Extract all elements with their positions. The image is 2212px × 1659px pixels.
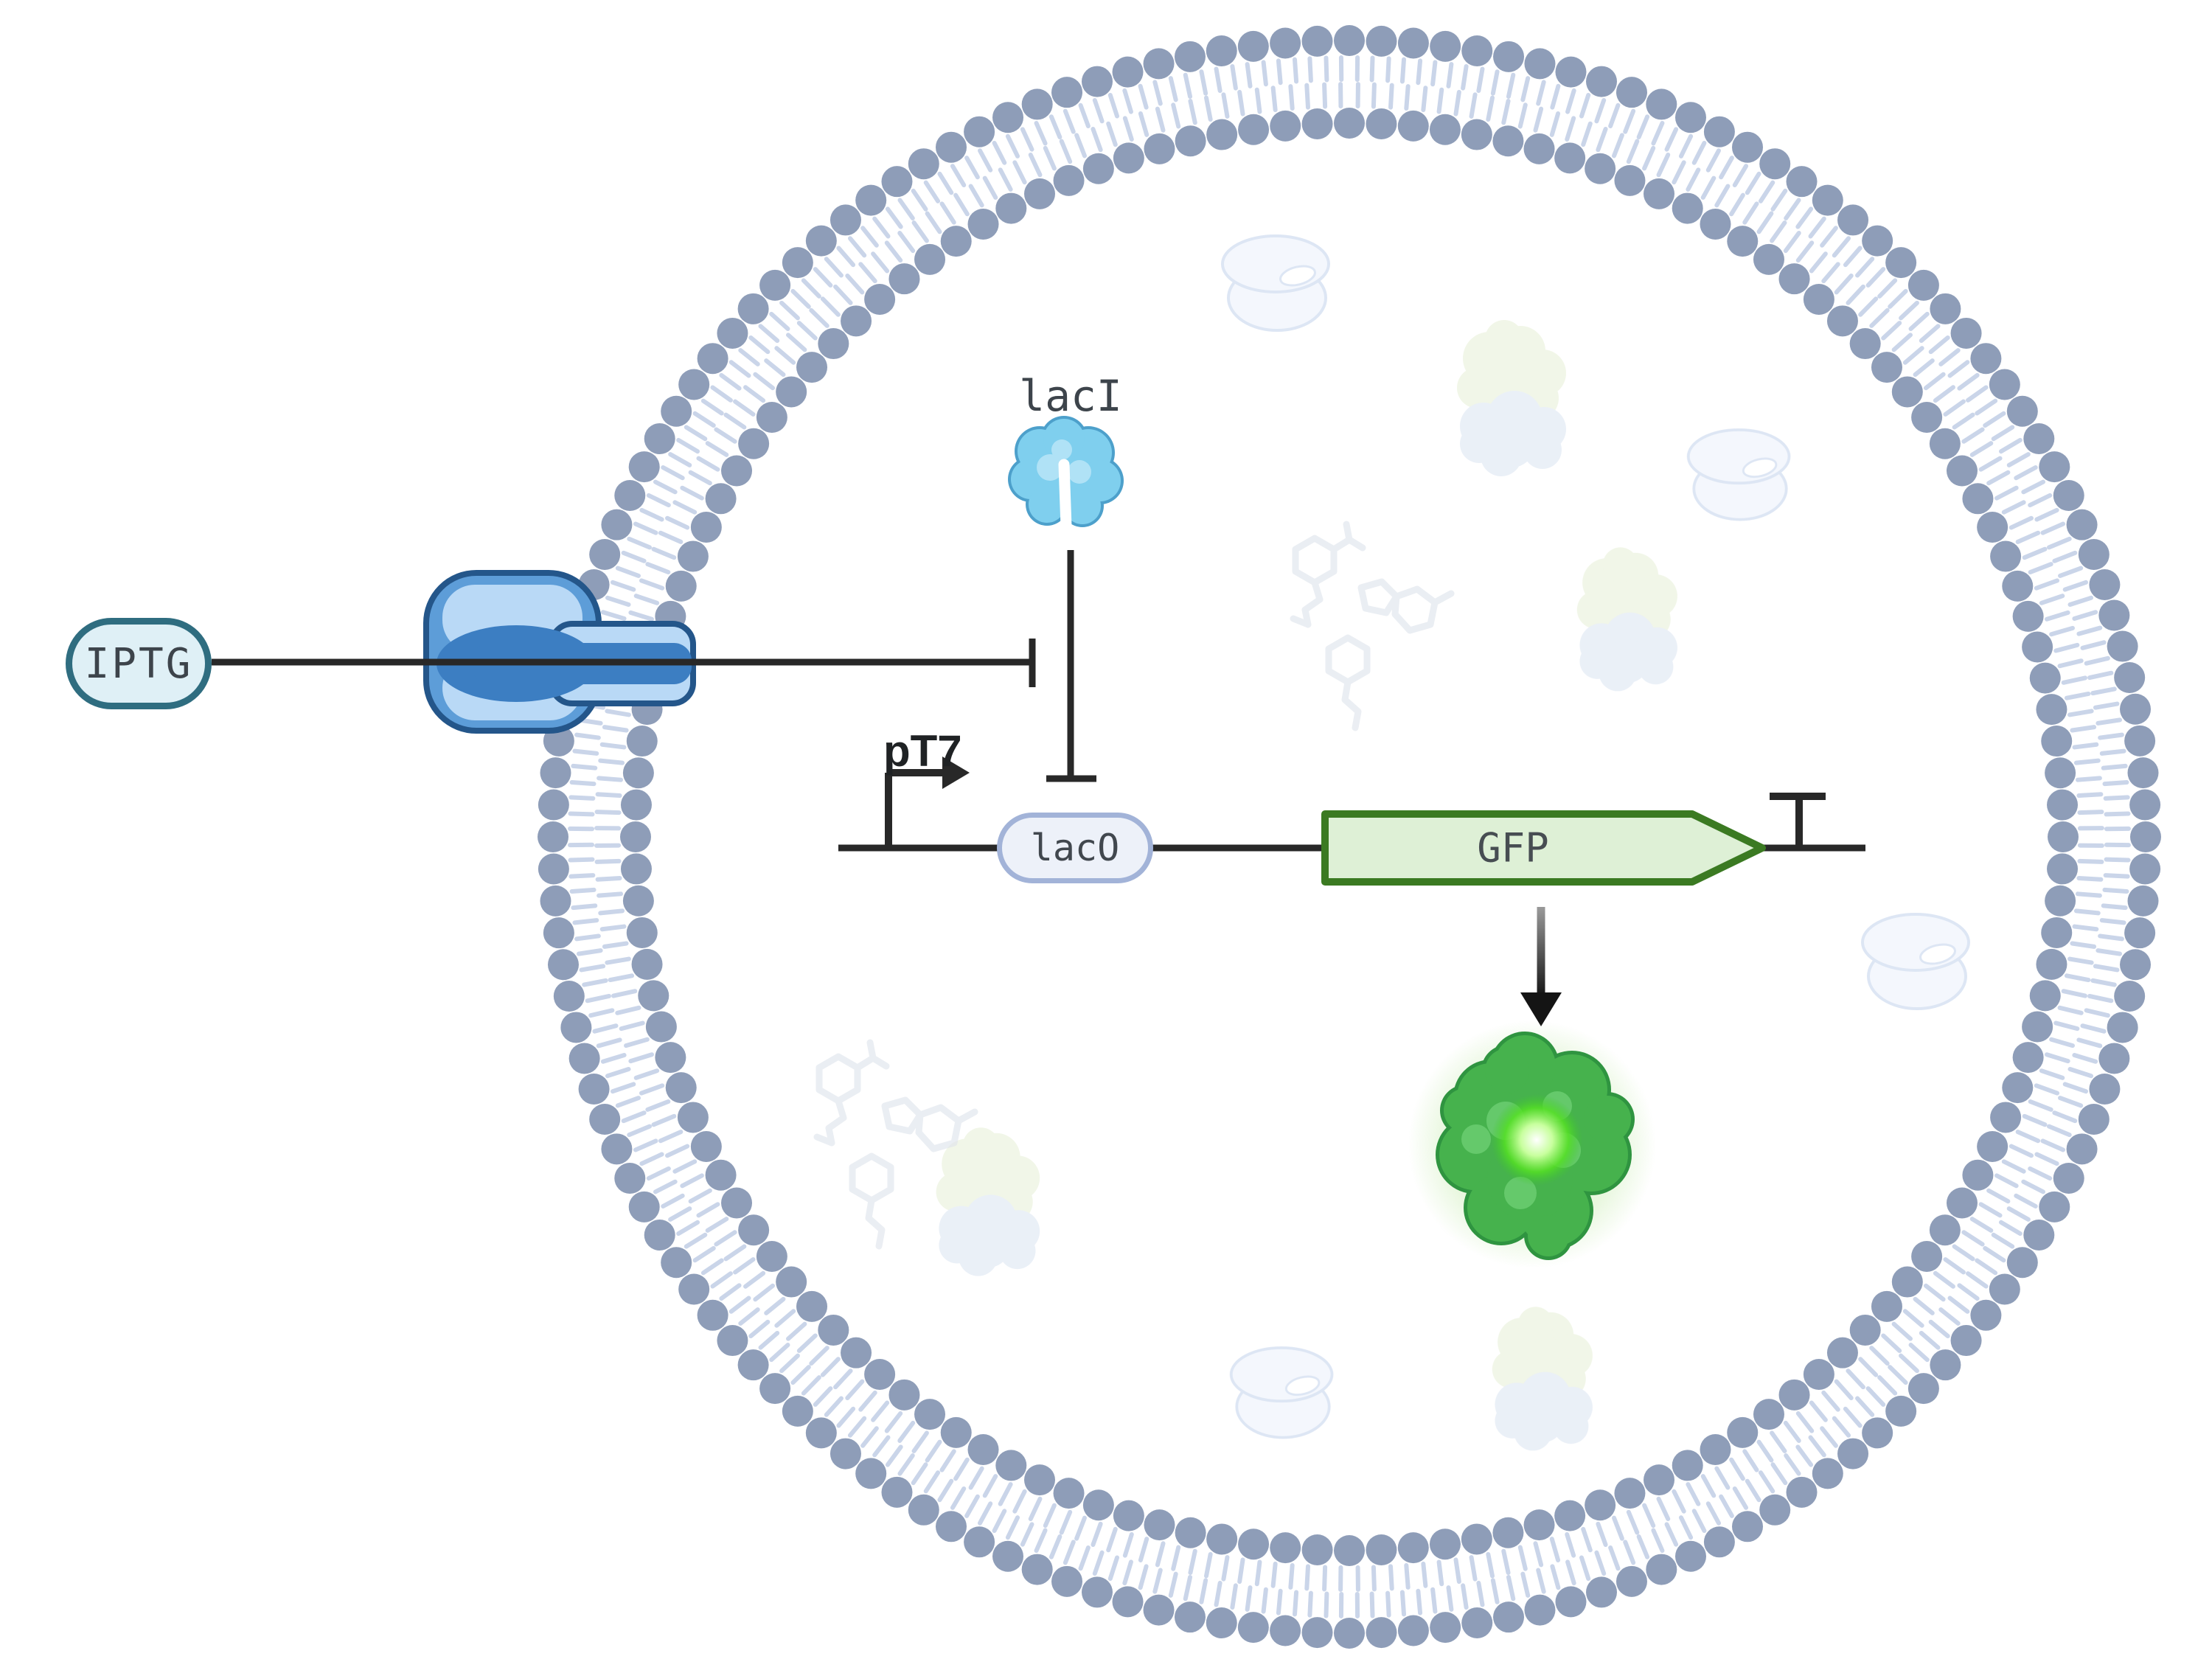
iptg-label: IPTG xyxy=(84,639,193,688)
laco-label: lacO xyxy=(1030,827,1120,869)
pt7-promoter-label: pT7 xyxy=(883,726,962,776)
gfp-protein xyxy=(1408,1020,1656,1268)
gfp-gene-label: GFP xyxy=(1477,824,1549,872)
laco-operator-node: lacO xyxy=(997,813,1153,883)
iptg-node: IPTG xyxy=(66,618,212,709)
dna-construct xyxy=(838,757,1865,886)
laci-repressor-protein xyxy=(1008,416,1124,532)
regulation-connectors xyxy=(212,550,1562,1026)
laci-label: lacI xyxy=(1019,371,1122,421)
